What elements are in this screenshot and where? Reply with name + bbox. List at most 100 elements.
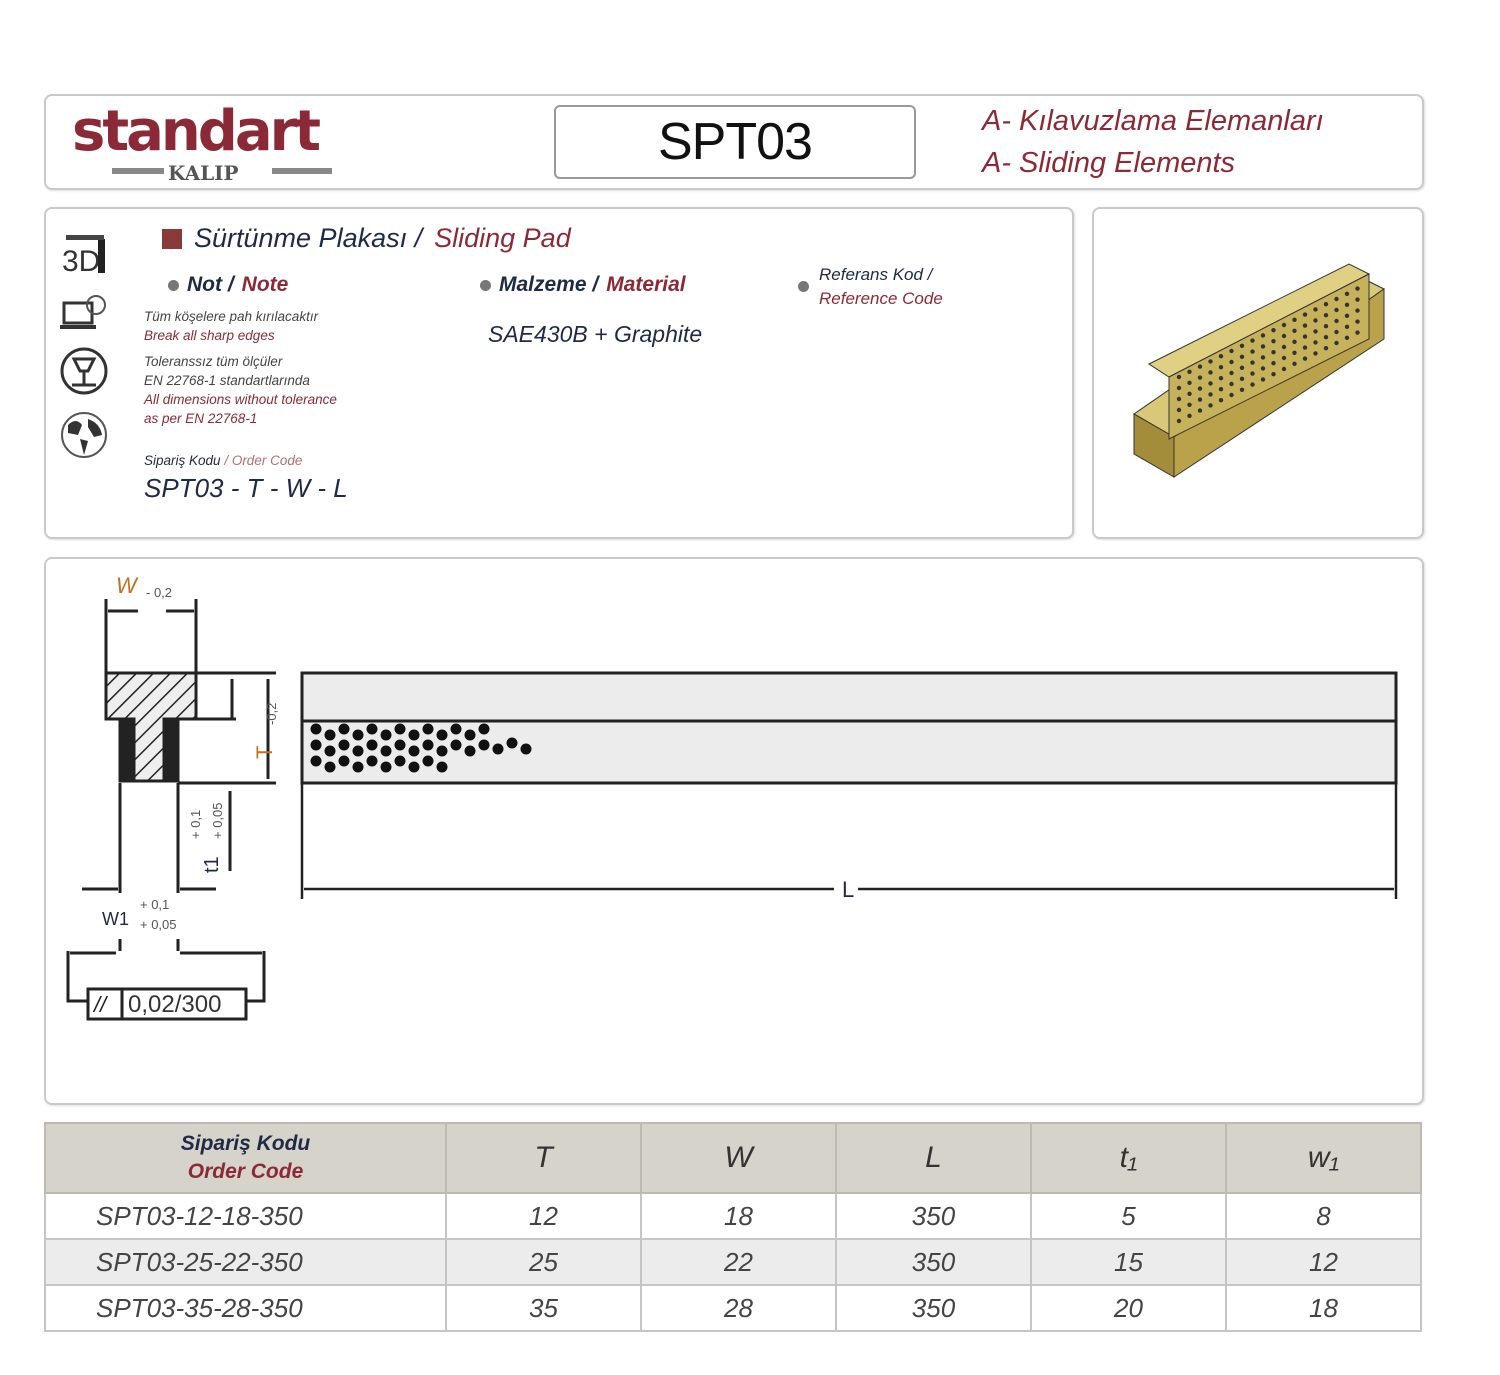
t-tolerance: -0,2 bbox=[264, 703, 279, 725]
cell-code: SPT03-12-18-350 bbox=[44, 1192, 447, 1240]
graphite-dot bbox=[1323, 324, 1329, 329]
graphite-dot bbox=[478, 739, 490, 751]
header-w: W bbox=[640, 1122, 837, 1194]
graphite-dot bbox=[1313, 340, 1318, 345]
parallelism-symbol: // bbox=[92, 992, 108, 1017]
graphite-dot bbox=[1302, 356, 1308, 361]
reference-code-label: Referans Kod /Reference Code bbox=[798, 263, 943, 311]
cell-t1: 20 bbox=[1030, 1284, 1227, 1332]
cnc-icon[interactable] bbox=[58, 345, 110, 397]
graphite-dot bbox=[492, 743, 504, 755]
t1-tolerance-b: + 0,05 bbox=[210, 802, 225, 839]
graphite-dot bbox=[1302, 345, 1308, 350]
graphite-dot bbox=[1292, 361, 1297, 366]
graphite-dot bbox=[436, 729, 448, 741]
note-heading: Not /Note bbox=[168, 273, 288, 297]
graphite-dot bbox=[380, 745, 392, 757]
cell-w: 18 bbox=[640, 1192, 837, 1240]
graphite-dot bbox=[1260, 355, 1266, 360]
graphite-dot bbox=[1292, 339, 1297, 344]
graphite-dot bbox=[1218, 354, 1224, 359]
cell-code: SPT03-25-22-350 bbox=[44, 1238, 447, 1286]
graphite-dot bbox=[1218, 365, 1224, 370]
t1-label: t1 bbox=[201, 856, 223, 873]
graphite-dot bbox=[422, 723, 434, 735]
graphite-dot bbox=[310, 739, 322, 751]
graphite-dot bbox=[324, 729, 336, 741]
graphite-dot bbox=[1208, 392, 1213, 397]
w-tolerance: - 0,2 bbox=[146, 585, 172, 600]
w1-label: W1 bbox=[102, 909, 129, 929]
graphite-dot bbox=[1334, 318, 1339, 324]
graphite-dot bbox=[380, 729, 392, 741]
info-panel: 3D Sürtünme Plakası /Sliding Pad Not /No… bbox=[44, 207, 1074, 539]
category: A- Kılavuzlama Elemanları A- Sliding Ele… bbox=[982, 100, 1324, 184]
graphite-dot bbox=[352, 745, 364, 757]
product-title: Sürtünme Plakası /Sliding Pad bbox=[162, 223, 571, 254]
graphite-dot bbox=[1250, 349, 1255, 354]
graphite-dot bbox=[1281, 355, 1287, 361]
graphite-dot bbox=[1239, 354, 1245, 359]
graphite-dot bbox=[436, 761, 448, 773]
laptop-icon[interactable] bbox=[58, 287, 110, 339]
l-label: L bbox=[842, 877, 854, 902]
product-code: SPT03 bbox=[554, 105, 916, 179]
graphite-dot bbox=[1260, 333, 1266, 338]
graphite-dot bbox=[1208, 370, 1213, 375]
graphite-dot bbox=[1197, 375, 1203, 380]
graphite-dot bbox=[506, 737, 518, 749]
w-label: W bbox=[116, 573, 139, 598]
graphite-dot bbox=[1260, 366, 1266, 371]
cell-t: 12 bbox=[445, 1192, 642, 1240]
w1-tolerance-a: + 0,1 bbox=[140, 897, 169, 912]
cell-l: 350 bbox=[835, 1238, 1032, 1286]
cell-code: SPT03-35-28-350 bbox=[44, 1284, 447, 1332]
graphite-dot bbox=[380, 761, 392, 773]
globe-icon[interactable] bbox=[58, 409, 110, 461]
graphite-dot bbox=[1323, 302, 1329, 307]
graphite-dot bbox=[1229, 359, 1234, 365]
material-heading: Malzeme /Material bbox=[480, 273, 686, 297]
graphite-dot bbox=[436, 745, 448, 757]
graphite-dot bbox=[394, 739, 406, 751]
graphite-dot bbox=[1302, 323, 1308, 328]
t-label: T bbox=[252, 746, 277, 759]
graphite-dot bbox=[366, 755, 378, 767]
graphite-dot bbox=[1355, 319, 1360, 324]
graphite-dot bbox=[408, 729, 420, 741]
cell-t1: 15 bbox=[1030, 1238, 1227, 1286]
graphite-dot bbox=[1176, 418, 1182, 424]
graphite-dot bbox=[1176, 407, 1182, 413]
material-value: SAE430B + Graphite bbox=[488, 321, 703, 347]
header-panel: standart KALIP SPT03 A- Kılavuzlama Elem… bbox=[44, 94, 1424, 190]
category-en: A- Sliding Elements bbox=[982, 147, 1236, 179]
graphite-dot bbox=[1344, 291, 1350, 296]
note-text: Tüm köşelere pah kırılacaktır Break all … bbox=[144, 309, 337, 426]
graphite-dot bbox=[1344, 324, 1350, 329]
3d-icon[interactable]: 3D bbox=[58, 229, 110, 281]
graphite-dot bbox=[1239, 365, 1245, 370]
graphite-dot bbox=[1344, 302, 1350, 307]
header-t1: t₁ bbox=[1030, 1122, 1227, 1194]
graphite-dot bbox=[1281, 322, 1287, 328]
cell-l: 350 bbox=[835, 1192, 1032, 1240]
header-w1: w₁ bbox=[1225, 1122, 1422, 1194]
graphite-dot bbox=[324, 745, 336, 757]
graphite-dot bbox=[1271, 339, 1276, 344]
header-t: T bbox=[445, 1122, 642, 1194]
graphite-dot bbox=[1271, 372, 1276, 377]
graphite-dot bbox=[422, 739, 434, 751]
graphite-dot bbox=[1176, 374, 1182, 380]
standart-kalip-logo: standart KALIP bbox=[72, 100, 332, 184]
graphite-dot bbox=[1218, 387, 1224, 392]
graphite-dot bbox=[1260, 377, 1266, 382]
cell-t: 35 bbox=[445, 1284, 642, 1332]
graphite-dot bbox=[1197, 386, 1203, 391]
graphite-dot bbox=[1176, 385, 1182, 391]
graphite-dot bbox=[478, 723, 490, 735]
graphite-dot bbox=[338, 723, 350, 735]
graphite-dot bbox=[1281, 344, 1287, 350]
graphite-dot bbox=[1229, 381, 1234, 387]
